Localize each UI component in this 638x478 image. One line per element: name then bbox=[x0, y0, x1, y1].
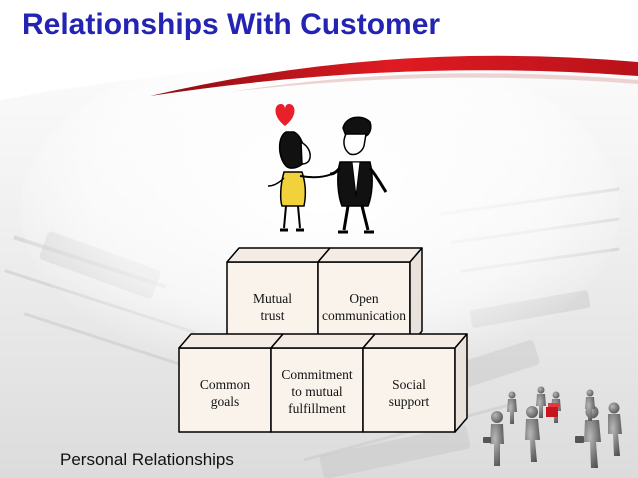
figure-walking-4 bbox=[608, 402, 622, 456]
box-commitment bbox=[270, 333, 376, 433]
box-label-social-support: Social support bbox=[388, 377, 430, 409]
box-label-mutual-trust: Mutual trust bbox=[253, 291, 292, 323]
box-label-common-goals: Common goals bbox=[199, 377, 251, 409]
figure-small-2 bbox=[536, 386, 546, 418]
figure-walking-1 bbox=[483, 411, 504, 466]
slide-title: Relationships With Customer bbox=[22, 8, 441, 41]
box-open-communication bbox=[317, 247, 423, 346]
red-swoosh bbox=[150, 55, 638, 96]
figure-small-4 bbox=[585, 389, 595, 421]
heart-icon bbox=[275, 104, 295, 126]
box-label-open-communication: Open communication bbox=[322, 291, 406, 323]
box-label-commitment: Commitment to mutual fulfillment bbox=[281, 367, 353, 416]
slide-footer: Personal Relationships bbox=[60, 450, 234, 469]
red-box bbox=[546, 407, 558, 417]
box-social-support bbox=[362, 333, 468, 433]
figure-small-1 bbox=[507, 391, 517, 424]
figure-walking-2 bbox=[525, 406, 540, 462]
box-mutual-trust bbox=[226, 247, 331, 346]
